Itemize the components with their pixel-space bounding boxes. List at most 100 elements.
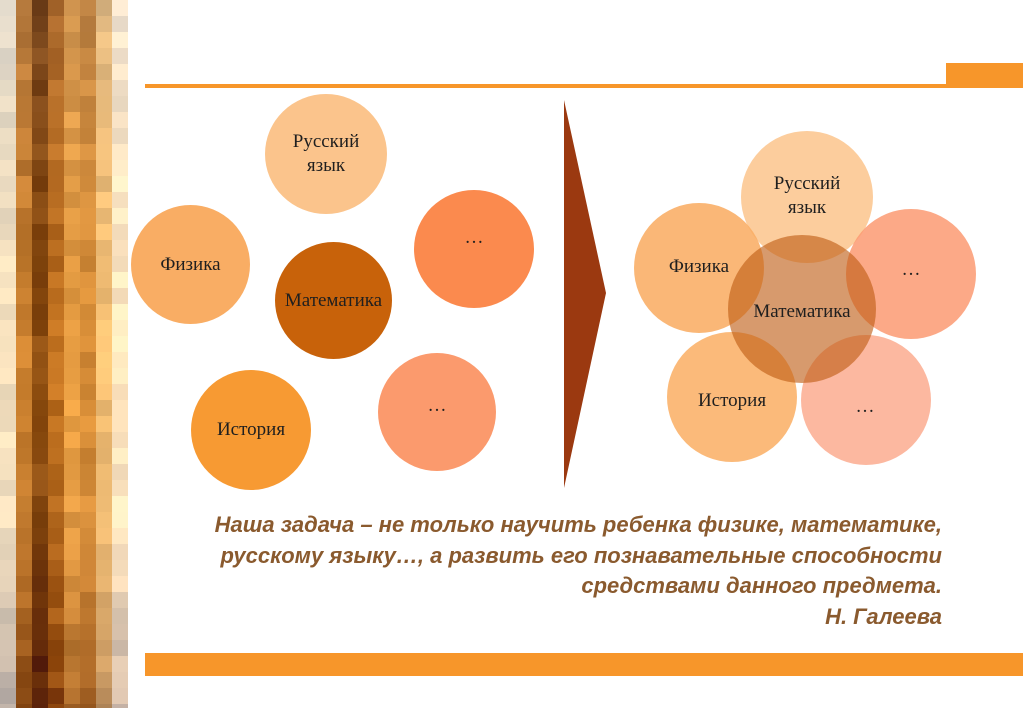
mosaic-cell: [112, 80, 128, 96]
mosaic-cell: [112, 144, 128, 160]
mosaic-cell: [16, 576, 32, 592]
mosaic-cell: [64, 176, 80, 192]
after-label-math: Математика: [753, 301, 851, 323]
mosaic-cell: [112, 432, 128, 448]
mosaic-cell: [112, 512, 128, 528]
mosaic-cell: [80, 608, 96, 624]
mosaic-cell: [80, 560, 96, 576]
mosaic-cell: [16, 656, 32, 672]
mosaic-cell: [96, 624, 112, 640]
after-label-physics: Физика: [668, 256, 730, 278]
mosaic-cell: [64, 368, 80, 384]
mosaic-cell: [112, 336, 128, 352]
mosaic-cell: [48, 288, 64, 304]
mosaic-cell: [64, 80, 80, 96]
mosaic-cell: [32, 96, 48, 112]
mosaic-cell: [80, 160, 96, 176]
mosaic-cell: [16, 464, 32, 480]
before-circle-math: Математика: [275, 242, 392, 359]
mosaic-cell: [0, 640, 16, 656]
mosaic-cell: [32, 256, 48, 272]
mosaic-cell: [112, 368, 128, 384]
mosaic-cell: [96, 608, 112, 624]
mosaic-cell: [96, 288, 112, 304]
mosaic-cell: [0, 272, 16, 288]
mosaic-cell: [0, 48, 16, 64]
mosaic-cell: [80, 432, 96, 448]
mosaic-cell: [80, 688, 96, 704]
decorative-mosaic-strip: [0, 0, 128, 708]
mosaic-cell: [0, 352, 16, 368]
mosaic-cell: [80, 672, 96, 688]
mosaic-cell: [96, 64, 112, 80]
mosaic-cell: [0, 672, 16, 688]
mosaic-cell: [112, 384, 128, 400]
mosaic-cell: [112, 32, 128, 48]
mosaic-cell: [80, 496, 96, 512]
mosaic-cell: [96, 640, 112, 656]
mosaic-cell: [64, 384, 80, 400]
mosaic-cell: [112, 208, 128, 224]
mosaic-cell: [80, 704, 96, 708]
mosaic-cell: [80, 288, 96, 304]
mosaic-cell: [32, 368, 48, 384]
mosaic-cell: [48, 592, 64, 608]
mosaic-cell: [32, 384, 48, 400]
mosaic-cell: [64, 576, 80, 592]
mosaic-cell: [48, 528, 64, 544]
before-circle-history: История: [191, 370, 311, 490]
mosaic-cell: [48, 608, 64, 624]
mosaic-cell: [96, 240, 112, 256]
mosaic-cell: [64, 544, 80, 560]
mosaic-cell: [16, 208, 32, 224]
mosaic-cell: [96, 80, 112, 96]
mosaic-cell: [64, 16, 80, 32]
mosaic-cell: [112, 624, 128, 640]
mosaic-cell: [16, 448, 32, 464]
mosaic-cell: [16, 80, 32, 96]
mosaic-cell: [48, 64, 64, 80]
mosaic-cell: [16, 320, 32, 336]
mosaic-cell: [80, 480, 96, 496]
mosaic-cell: [48, 128, 64, 144]
mosaic-cell: [16, 64, 32, 80]
bottom-accent-bar: [145, 653, 1023, 676]
before-label-russian: Русский язык: [292, 131, 360, 176]
after-label-dots-1: …: [901, 259, 921, 281]
mosaic-cell: [80, 528, 96, 544]
mosaic-cell: [64, 208, 80, 224]
before-circle-physics: Физика: [131, 205, 250, 324]
mosaic-cell: [80, 96, 96, 112]
before-label-physics: Физика: [160, 253, 221, 275]
mosaic-cell: [16, 624, 32, 640]
mosaic-cell: [48, 368, 64, 384]
mosaic-cell: [0, 320, 16, 336]
mosaic-cell: [0, 16, 16, 32]
mosaic-cell: [96, 224, 112, 240]
mosaic-cell: [16, 432, 32, 448]
mosaic-cell: [112, 0, 128, 16]
mosaic-cell: [48, 400, 64, 416]
mosaic-cell: [32, 304, 48, 320]
mosaic-cell: [0, 656, 16, 672]
mosaic-cell: [32, 704, 48, 708]
mosaic-cell: [96, 272, 112, 288]
mosaic-cell: [32, 64, 48, 80]
mosaic-cell: [96, 384, 112, 400]
mosaic-cell: [0, 208, 16, 224]
mosaic-cell: [112, 496, 128, 512]
mosaic-cell: [16, 352, 32, 368]
mosaic-cell: [112, 256, 128, 272]
mosaic-cell: [32, 320, 48, 336]
mosaic-cell: [32, 144, 48, 160]
mosaic-cell: [80, 208, 96, 224]
mosaic-cell: [64, 704, 80, 708]
mosaic-cell: [48, 704, 64, 708]
mosaic-cell: [32, 608, 48, 624]
mosaic-cell: [16, 640, 32, 656]
mosaic-cell: [64, 144, 80, 160]
mosaic-cell: [48, 0, 64, 16]
mosaic-cell: [112, 448, 128, 464]
mosaic-cell: [112, 416, 128, 432]
mosaic-cell: [48, 240, 64, 256]
